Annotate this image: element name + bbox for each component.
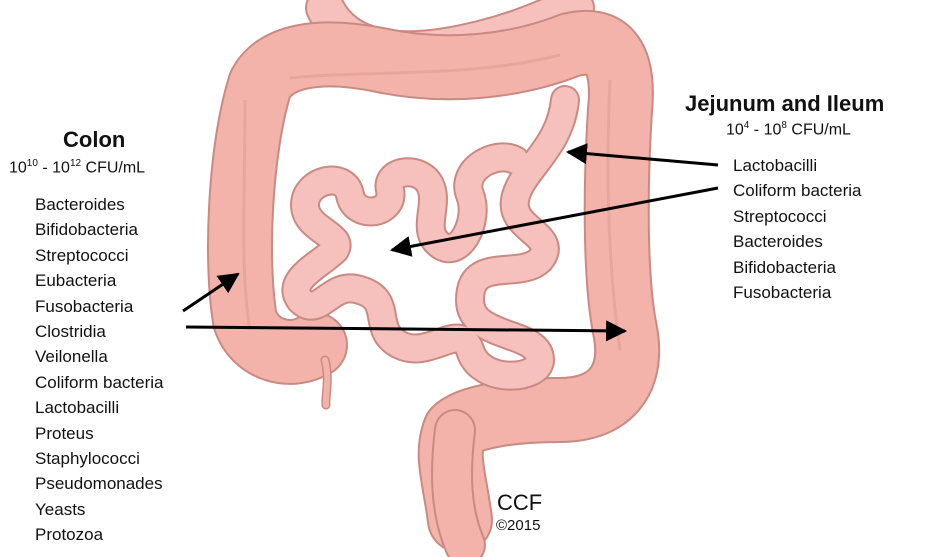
organism-item: Clostridia xyxy=(35,319,164,344)
rectum-shape xyxy=(452,430,465,545)
credit-year: ©2015 xyxy=(496,517,540,534)
organism-item: Coliform bacteria xyxy=(35,370,164,395)
organism-item: Coliform bacteria xyxy=(733,178,862,203)
credit-name: CCF xyxy=(497,490,542,516)
organism-item: Bifidobacteria xyxy=(35,217,164,242)
organism-item: Bacteroides xyxy=(733,229,862,254)
organism-item: Eubacteria xyxy=(35,268,164,293)
organism-item: Proteus xyxy=(35,421,164,446)
organism-item: Protozoa xyxy=(35,522,164,547)
colon-count: 1010 - 1012 CFU/mL xyxy=(9,158,145,177)
organism-item: Fusobacteria xyxy=(733,280,862,305)
organism-item: Lactobacilli xyxy=(733,153,862,178)
organism-item: Yeasts xyxy=(35,497,164,522)
jejunum-ileum-title: Jejunum and Ileum xyxy=(685,91,884,117)
colon-title: Colon xyxy=(63,127,125,153)
organism-item: Streptococci xyxy=(35,243,164,268)
organism-item: Veilonella xyxy=(35,344,164,369)
organism-item: Pseudomonades xyxy=(35,471,164,496)
organism-item: Lactobacilli xyxy=(35,395,164,420)
organism-item: Bacteroides xyxy=(35,192,164,217)
organism-item: Fusobacteria xyxy=(35,294,164,319)
organism-item: Staphylococci xyxy=(35,446,164,471)
organism-item: Streptococci xyxy=(733,204,862,229)
jejunum-ileum-count: 104 - 108 CFU/mL xyxy=(726,120,851,139)
organism-item: Bifidobacteria xyxy=(733,255,862,280)
